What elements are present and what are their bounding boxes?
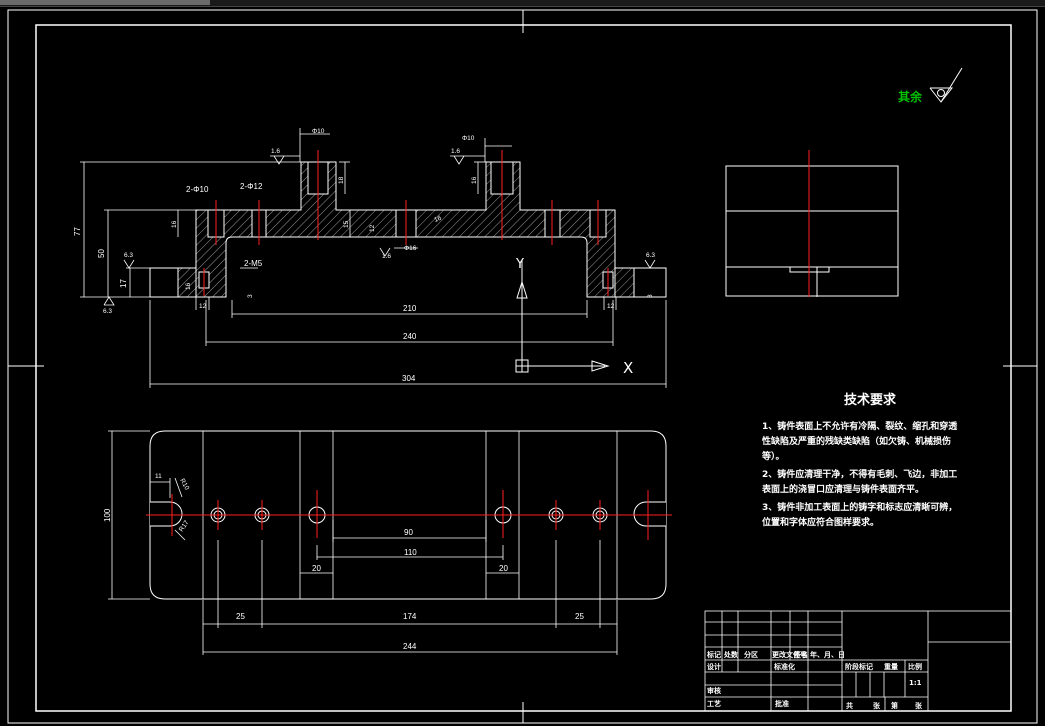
title-block [704, 610, 1012, 712]
roughness-symbol-icon [123, 259, 135, 269]
tb-sheets: 张 [873, 701, 881, 710]
dim-label: 3 [247, 294, 254, 298]
hole-label: Φ16 [404, 245, 417, 252]
tb-cell: 签名 [793, 650, 808, 659]
roughness-value: 6.3 [124, 252, 133, 259]
roughness-note-text: 其余 [898, 89, 923, 104]
roughness-symbol-icon [453, 155, 465, 165]
plate-outline [149, 430, 667, 600]
dim-label: 77 [73, 227, 82, 236]
tb-sheets: 共 [846, 701, 853, 710]
left-flange-hatch [177, 267, 197, 298]
dim-label: R10 [178, 478, 190, 492]
inner-border [35, 24, 1012, 712]
tb-approve: 批准 [775, 699, 789, 708]
tb-cell: 年、月、日 [810, 650, 845, 659]
roughness-value: 1.6 [271, 148, 280, 155]
dim-label: 12 [199, 303, 207, 310]
slot-left [150, 501, 183, 527]
dim-label: 240 [403, 332, 417, 341]
window-top-strip [0, 0, 1045, 7]
roughness-note: 其余 [898, 67, 963, 104]
front-view: Y X 2-Φ10 2-Φ12 2-M5 Φ16 Φ10 Φ10 1.6 1.6… [73, 128, 667, 388]
tb-scale-value: 1:1 [909, 679, 922, 687]
dim-label: 3 [647, 294, 654, 298]
roughness-circle-icon [937, 89, 945, 97]
tb-sheets: 第 [891, 701, 898, 710]
slot-right [633, 501, 666, 527]
requirement-line: 等）。 [761, 450, 785, 462]
tb-process: 工艺 [707, 699, 721, 708]
dim-label: 25 [236, 612, 245, 621]
requirements-title: 技术要求 [844, 392, 897, 408]
dim-label: 174 [403, 612, 417, 621]
tb-stage: 阶段标记 [845, 662, 873, 671]
right-flange-hatch [614, 267, 635, 298]
dim-label: 304 [402, 374, 416, 383]
dim-label: 20 [312, 564, 321, 573]
tb-cell: 标记 [706, 650, 721, 659]
dim-label: 110 [404, 548, 417, 557]
dim-label: 20 [499, 564, 508, 573]
axis-y-label: Y [515, 257, 524, 272]
thread-label: 2-M5 [244, 259, 263, 268]
title-block-text: 标记 处数 分区 更改文件号 签名 年、月、日 设计 标准化 阶段标记 重量 比… [706, 650, 923, 710]
roughness-tail [940, 67, 963, 103]
dim-label: 17 [119, 279, 128, 288]
dim-label: 16 [433, 215, 443, 224]
tb-scale: 比例 [908, 662, 922, 671]
requirement-line: 3、铸件非加工表面上的铸字和标志应清晰可辨， [762, 501, 957, 513]
axis-x-label: X [623, 359, 633, 377]
tb-standard: 标准化 [773, 662, 795, 671]
roughness-symbol-icon [273, 155, 285, 165]
dim-label: 18 [338, 176, 345, 184]
tb-design: 设计 [707, 662, 721, 671]
hole-label: Φ10 [312, 128, 325, 135]
tb-cell: 更改文件号 [772, 650, 807, 659]
top-view: 100 11 R10 R17 90 110 20 20 25 174 25 24… [103, 430, 672, 655]
requirement-line: 位置和字体应符合图样要求。 [762, 516, 879, 528]
hole-label: 2-Φ10 [186, 185, 209, 194]
tb-cell: 分区 [744, 650, 758, 659]
roughness-symbol-icon [103, 296, 115, 306]
tb-review: 审核 [707, 686, 721, 695]
dim-label: 12 [369, 224, 376, 232]
dim-label: 90 [404, 528, 413, 537]
dim-label: 210 [403, 304, 417, 313]
tb-weight: 重量 [884, 662, 898, 671]
dim-label: 50 [97, 249, 106, 258]
roughness-symbol-icon [379, 247, 391, 257]
requirement-line: 1、铸件表面上不允许有冷隔、裂纹、缩孔和穿透 [762, 420, 958, 432]
roughness-value: 6.3 [646, 252, 655, 259]
requirement-line: 表面上的浇冒口应清理与铸件表面齐平。 [761, 483, 924, 495]
roughness-value: 1.6 [451, 148, 460, 155]
technical-requirements: 技术要求 1、铸件表面上不允许有冷隔、裂纹、缩孔和穿透 性缺陷及严重的残缺类缺陷… [761, 392, 958, 528]
dim-label: 25 [575, 612, 584, 621]
tb-cell: 处数 [723, 650, 739, 659]
requirement-line: 性缺陷及严重的残缺类缺陷（如欠铸、机械损伤 [762, 435, 951, 447]
roughness-value: 6.3 [103, 308, 112, 315]
tb-sheets: 张 [915, 701, 923, 710]
side-outline [725, 165, 899, 297]
dim-label: 11 [155, 473, 162, 480]
ucs-axis [515, 260, 610, 373]
dim-label: 100 [103, 508, 112, 522]
dim-label: 16 [471, 176, 478, 184]
dim-label: 16 [171, 220, 178, 228]
requirement-line: 2、铸件应清理干净，不得有毛刺、飞边，非加工 [762, 468, 957, 480]
hole-label: 2-Φ12 [240, 182, 263, 191]
side-view [725, 150, 899, 297]
dim-label: 16 [185, 282, 192, 290]
dim-label: 15 [343, 220, 350, 228]
roughness-symbol-icon [929, 87, 954, 103]
hole-label: Φ10 [462, 135, 475, 142]
tab-bar[interactable] [0, 0, 210, 5]
roughness-value: 1.6 [382, 253, 391, 260]
dim-label: 244 [403, 642, 417, 651]
dim-label: 12 [607, 303, 615, 310]
roughness-symbol-icon [644, 259, 656, 269]
